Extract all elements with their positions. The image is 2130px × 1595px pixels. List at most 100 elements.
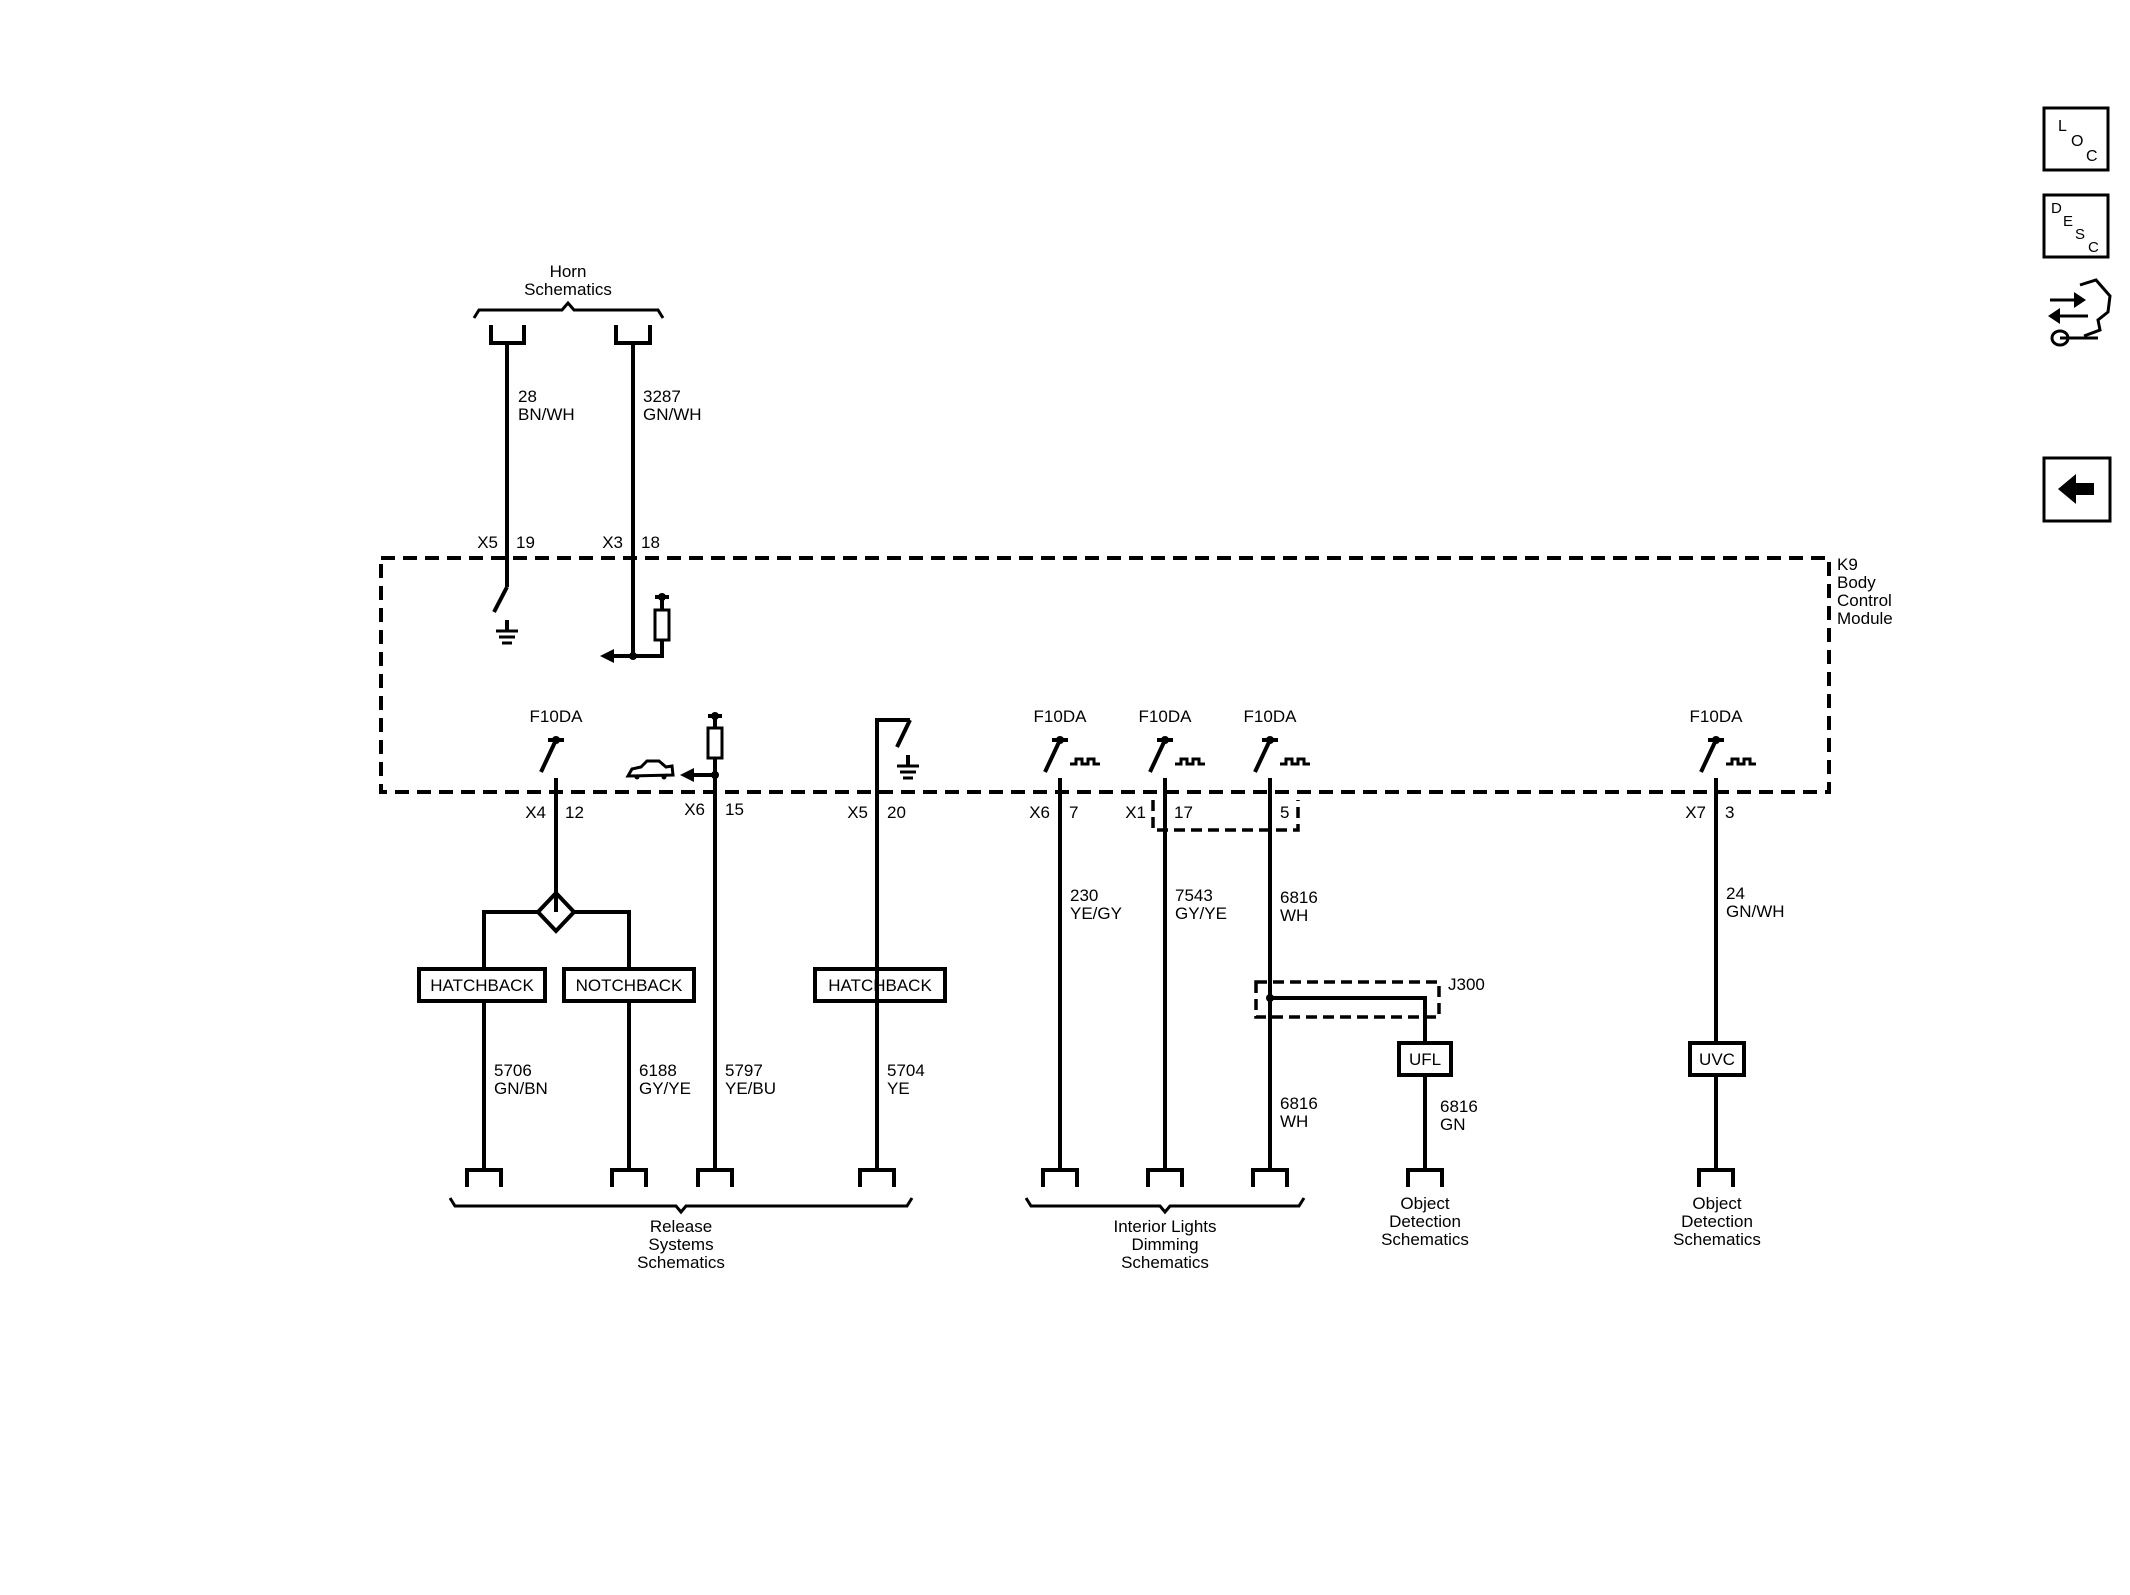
interior-label-2: Dimming <box>1131 1235 1198 1254</box>
back-arrow-icon <box>2058 474 2094 504</box>
horn-label-1: Horn <box>550 262 587 281</box>
module-label-2: Body <box>1837 573 1876 592</box>
wire-6816-upper-color: WH <box>1280 906 1308 925</box>
pin-17: 17 <box>1174 803 1193 822</box>
pin-19: 19 <box>516 533 535 552</box>
release-label-2: Systems <box>648 1235 713 1254</box>
switch-x7-3 <box>1699 736 1756 1045</box>
k9-module-boundary <box>379 556 1831 794</box>
object-1-label-2: Detection <box>1389 1212 1461 1231</box>
pin-20: 20 <box>887 803 906 822</box>
f10da-5-label: F10DA <box>1244 707 1298 726</box>
svg-text:NOTCHBACK: NOTCHBACK <box>576 976 683 995</box>
object-2-label-3: Schematics <box>1673 1230 1761 1249</box>
wire-6816-gn-color: GN <box>1440 1115 1466 1134</box>
interior-label-3: Schematics <box>1121 1253 1209 1272</box>
shared-connector-bracket <box>1151 800 1300 832</box>
svg-text:HATCHBACK: HATCHBACK <box>828 976 932 995</box>
hatchback-box-1: HATCHBACK <box>417 967 547 1003</box>
pin-x7-conn: X7 <box>1685 803 1706 822</box>
j300-splice-boundary <box>1254 980 1441 1019</box>
wire-28-circuit: 28 <box>518 387 537 406</box>
pin-x4-conn: X4 <box>525 803 546 822</box>
wire-24-color: GN/WH <box>1726 902 1785 921</box>
svg-text:HATCHBACK: HATCHBACK <box>430 976 534 995</box>
pin-3: 3 <box>1725 803 1734 822</box>
svg-text:C: C <box>2088 239 2099 256</box>
wire-230-color: YE/GY <box>1070 904 1122 923</box>
wire-230-circuit: 230 <box>1070 886 1098 905</box>
ground-switch-x5-20 <box>875 718 919 1170</box>
option-splitter <box>482 890 631 967</box>
svg-text:O: O <box>2071 133 2083 150</box>
svg-text:S: S <box>2075 226 2085 243</box>
wire-5797-circuit: 5797 <box>725 1061 763 1080</box>
wire-5704-color: YE <box>887 1079 910 1098</box>
svg-text:UVC: UVC <box>1699 1050 1735 1069</box>
ufl-box: UFL <box>1397 1041 1453 1077</box>
back-button[interactable] <box>2042 456 2112 523</box>
switch-5 <box>1253 736 1310 1170</box>
wire-6188-circuit: 6188 <box>639 1061 677 1080</box>
release-group-bracket <box>448 1197 914 1215</box>
wire-5704-circuit: 5704 <box>887 1061 925 1080</box>
pin-15: 15 <box>725 800 744 819</box>
pin-7: 7 <box>1069 803 1078 822</box>
wire-6816-lower-circuit: 6816 <box>1280 1094 1318 1113</box>
module-label-1: K9 <box>1837 555 1858 574</box>
wire-6816-gn-circuit: 6816 <box>1440 1097 1478 1116</box>
wire-28-color: BN/WH <box>518 405 575 424</box>
interior-label-1: Interior Lights <box>1114 1217 1217 1236</box>
pin-18: 18 <box>641 533 660 552</box>
wire-7543-color: GY/YE <box>1175 904 1227 923</box>
wire-6188-color: GY/YE <box>639 1079 691 1098</box>
interior-group-bracket <box>1024 1197 1306 1215</box>
switch-x4-12 <box>539 736 564 912</box>
wire-6816-lower-color: WH <box>1280 1112 1308 1131</box>
pin-x5-20-conn: X5 <box>847 803 868 822</box>
desc-button[interactable]: D E S C <box>2042 193 2110 259</box>
pin-x1-17-conn: X1 <box>1125 803 1146 822</box>
horn-connector-2 <box>614 325 652 345</box>
j300-splice-branch <box>1266 994 1427 1045</box>
horn-switch-to-ground <box>492 586 518 645</box>
pin-x6-7-conn: X6 <box>1029 803 1050 822</box>
horn-pullup-resistor <box>600 593 671 663</box>
pin-5: 5 <box>1280 803 1289 822</box>
loc-button[interactable]: L O C <box>2042 106 2110 172</box>
pin-12: 12 <box>565 803 584 822</box>
switch-x1-17 <box>1148 736 1205 1170</box>
wire-3287-color: GN/WH <box>643 405 702 424</box>
pin-x5-conn: X5 <box>477 533 498 552</box>
module-label-3: Control <box>1837 591 1892 610</box>
notchback-box: NOTCHBACK <box>562 967 696 1003</box>
bottom-connectors <box>465 1168 1735 1187</box>
exchange-wrench-icon[interactable] <box>2040 275 2112 351</box>
pin-x3-conn: X3 <box>602 533 623 552</box>
pullup-x6-15 <box>680 712 724 1170</box>
svg-text:C: C <box>2086 148 2098 165</box>
wire-5706-circuit: 5706 <box>494 1061 532 1080</box>
object-2-label-1: Object <box>1692 1194 1741 1213</box>
release-label-3: Schematics <box>637 1253 725 1272</box>
horn-group-bracket <box>472 300 665 319</box>
horn-connector-1 <box>489 325 526 345</box>
f10da-x6-label: F10DA <box>1034 707 1088 726</box>
j300-label: J300 <box>1448 975 1485 994</box>
object-1-label-3: Schematics <box>1381 1230 1469 1249</box>
trunk-release-icon <box>625 759 675 780</box>
f10da-x1-label: F10DA <box>1139 707 1193 726</box>
svg-text:UFL: UFL <box>1409 1050 1441 1069</box>
wire-5706-color: GN/BN <box>494 1079 548 1098</box>
hatchback-box-2: HATCHBACK <box>813 967 947 1003</box>
object-1-label-1: Object <box>1400 1194 1449 1213</box>
svg-text:L: L <box>2058 118 2067 135</box>
wire-3287-circuit: 3287 <box>643 387 681 406</box>
uvc-box: UVC <box>1688 1041 1746 1077</box>
svg-text:E: E <box>2063 213 2073 230</box>
f10da-x7-label: F10DA <box>1690 707 1744 726</box>
wire-5797-color: YE/BU <box>725 1079 776 1098</box>
pin-x6-15-conn: X6 <box>684 800 705 819</box>
wire-7543-circuit: 7543 <box>1175 886 1213 905</box>
